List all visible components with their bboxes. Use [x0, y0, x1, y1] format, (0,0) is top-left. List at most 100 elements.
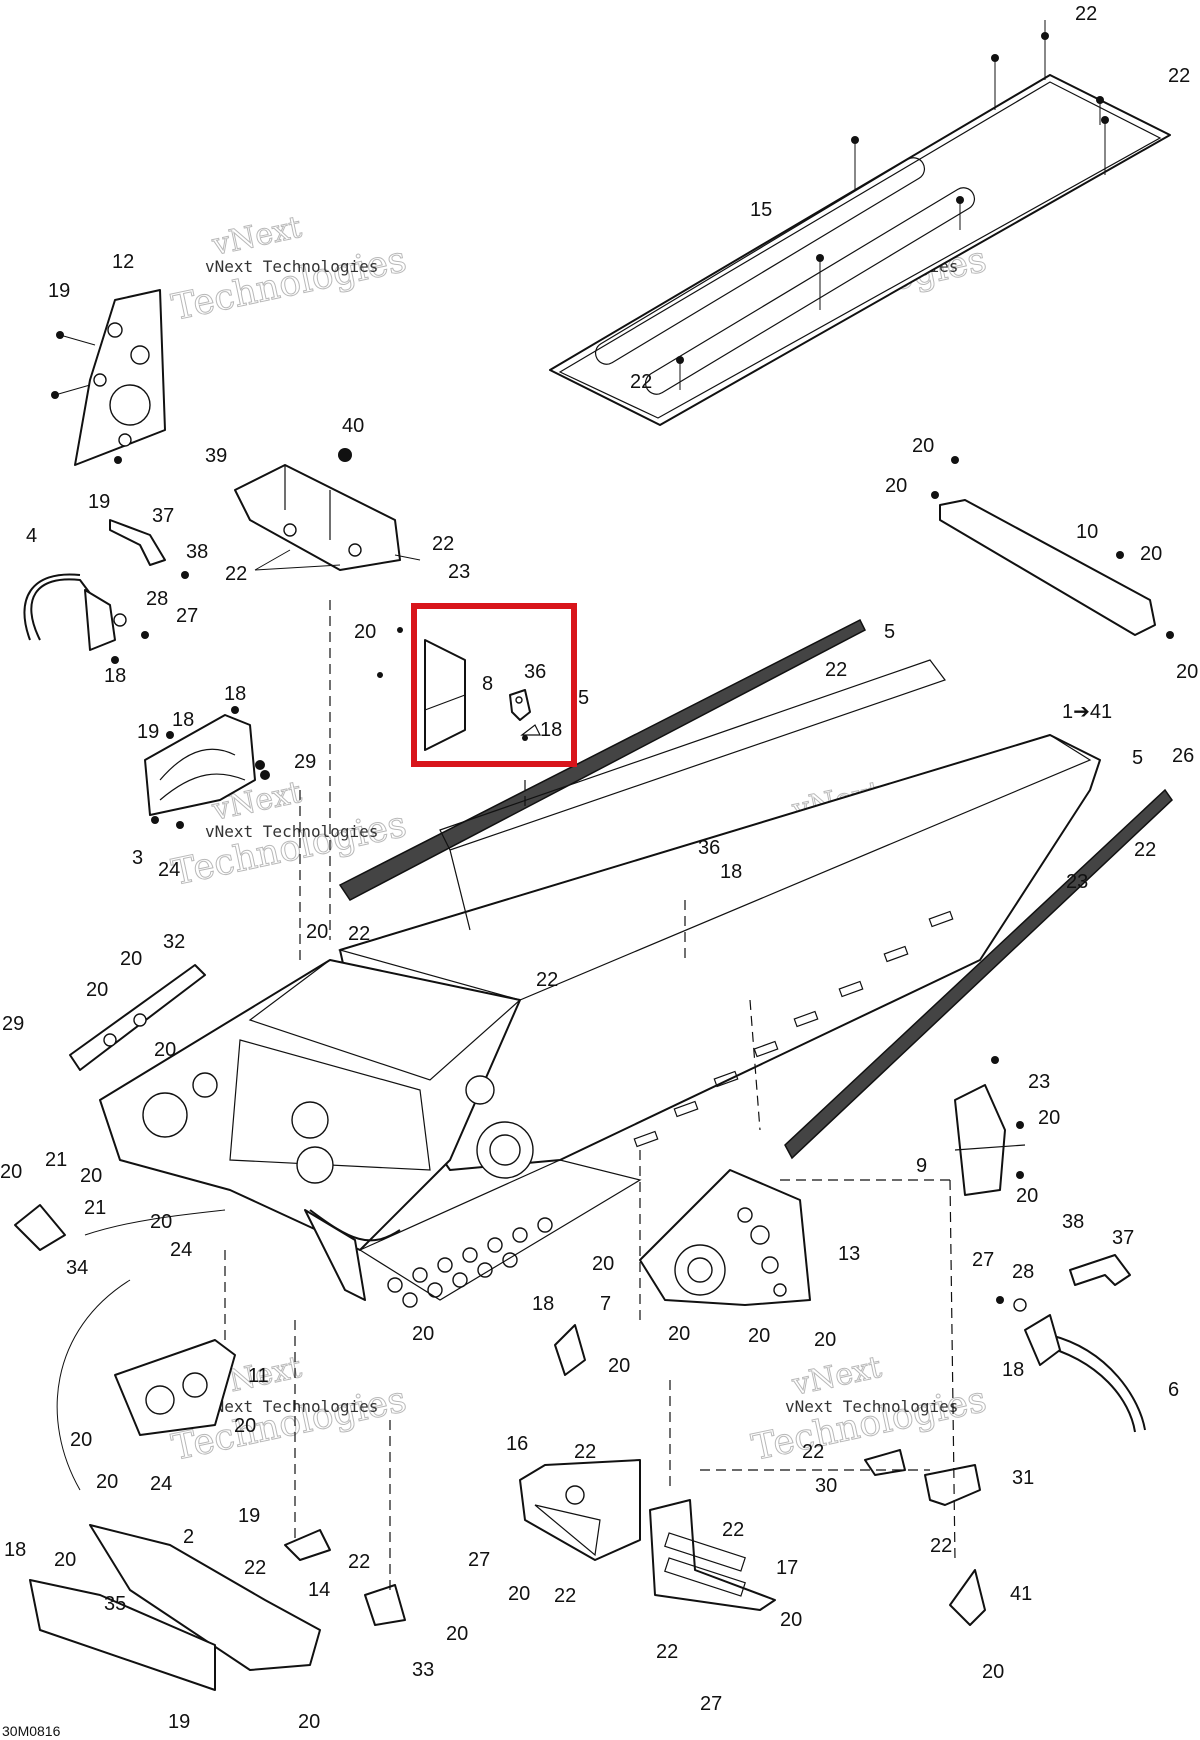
svg-text:vNext Technologies: vNext Technologies	[205, 1397, 378, 1416]
callout: 22	[225, 563, 247, 585]
callout: 19	[137, 721, 159, 743]
left-slide-rail	[338, 618, 866, 901]
callout: 28	[1012, 1261, 1034, 1283]
callout: 20	[150, 1211, 172, 1233]
tunnel-cover-plate	[549, 20, 1171, 426]
small-bracket-14	[284, 1529, 331, 1561]
callout: 21	[45, 1149, 67, 1171]
highlighted-group	[377, 627, 541, 751]
callout: 5	[1132, 747, 1143, 769]
callout: 20	[412, 1323, 434, 1345]
callout: 22	[574, 1441, 596, 1463]
callout: 24	[150, 1473, 172, 1495]
watermark-inline: vNext Technologies	[205, 257, 378, 276]
callout: 22	[536, 969, 558, 991]
callout: 12	[112, 251, 134, 273]
callout: 20	[508, 1583, 530, 1605]
watermark-line1: vNext	[208, 210, 304, 263]
callout: 22	[554, 1585, 576, 1607]
callout: 22	[802, 1441, 824, 1463]
callout: 20	[234, 1415, 256, 1437]
callout: 20	[592, 1253, 614, 1275]
callout: 18	[1002, 1359, 1024, 1381]
callout: 33	[412, 1659, 434, 1681]
callout: 20	[982, 1661, 1004, 1683]
callout: 20	[885, 475, 907, 497]
svg-text:vNext Technologies: vNext Technologies	[205, 822, 378, 841]
callout: 5	[884, 621, 895, 643]
callout: 19	[168, 1711, 190, 1733]
callout: 18	[720, 861, 742, 883]
callout: 22	[1134, 839, 1156, 861]
floor-holes	[387, 1217, 553, 1308]
callout: 20	[446, 1623, 468, 1645]
callout: 20	[1140, 543, 1162, 565]
callout: 2	[183, 1526, 194, 1548]
footrest-bracket-16	[519, 1459, 641, 1561]
callout: 18	[4, 1539, 26, 1561]
footrest-bracket-17	[649, 1499, 776, 1611]
callout: 19	[48, 280, 70, 302]
callout-labels: 22 22 15 22 12 19 19 40 39 37 4 38 28 27…	[0, 3, 1198, 1733]
upper-column-bracket	[234, 448, 421, 571]
callout: 36	[524, 661, 546, 683]
callout: 22	[722, 1519, 744, 1541]
callout: 20	[70, 1429, 92, 1451]
right-bulkhead-plate-13	[639, 1169, 811, 1306]
callout: 26	[1172, 745, 1194, 767]
main-frame-tunnel	[99, 734, 1101, 1308]
left-bulkhead-plate	[51, 289, 166, 466]
diagram-code: 30M0816	[2, 1723, 61, 1739]
small-bracket-33	[364, 1584, 406, 1626]
callout: 20	[154, 1039, 176, 1061]
callout: 19	[88, 491, 110, 513]
callout: 28	[146, 588, 168, 610]
callout: 18	[172, 709, 194, 731]
svg-text:vNext Technologies: vNext Technologies	[785, 1397, 958, 1416]
small-brackets-right	[864, 1449, 986, 1626]
rear-crossmember-10	[931, 456, 1174, 639]
callout: 22	[656, 1641, 678, 1663]
callout: 27	[700, 1693, 722, 1715]
callout: 20	[54, 1549, 76, 1571]
lower-front-crossmember	[29, 1524, 321, 1691]
callout: 15	[750, 199, 772, 221]
callout: 40	[342, 415, 364, 437]
callout: 22	[930, 1535, 952, 1557]
callout: 22	[1168, 65, 1190, 87]
callout: 20	[608, 1355, 630, 1377]
callout: 24	[170, 1239, 192, 1261]
callout: 20	[80, 1165, 102, 1187]
callout: 22	[1075, 3, 1097, 25]
upper-tunnel-plate-5	[439, 659, 946, 931]
callout: 27	[176, 605, 198, 627]
callout: 41	[1010, 1583, 1032, 1605]
callout: 20	[354, 621, 376, 643]
callout: 27	[972, 1249, 994, 1271]
callout: 22	[348, 923, 370, 945]
callout: 37	[152, 505, 174, 527]
callout: 13	[838, 1243, 860, 1265]
callout: 20	[1038, 1107, 1060, 1129]
callout: 8	[482, 673, 493, 695]
callout: 23	[1028, 1071, 1050, 1093]
callout: 20	[306, 921, 328, 943]
callout: 38	[1062, 1211, 1084, 1233]
highlight-box	[411, 603, 577, 767]
callout: 22	[244, 1557, 266, 1579]
callout: 22	[825, 659, 847, 681]
callout: 11	[248, 1365, 269, 1387]
watermark-line2: Technologies	[168, 239, 410, 329]
right-slide-rail	[784, 788, 1173, 1160]
callout: 29	[2, 1013, 24, 1035]
callout: 20	[86, 979, 108, 1001]
assembly-guide-lines	[56, 600, 956, 1590]
callout: 38	[186, 541, 208, 563]
callout: 14	[308, 1579, 330, 1601]
callout: 18	[540, 719, 562, 741]
callout: 7	[600, 1293, 611, 1315]
callout: 19	[238, 1505, 260, 1527]
watermark-bottom-right: vNext Technologies vNext Technologies	[748, 1349, 991, 1469]
callout: 10	[1076, 521, 1098, 543]
